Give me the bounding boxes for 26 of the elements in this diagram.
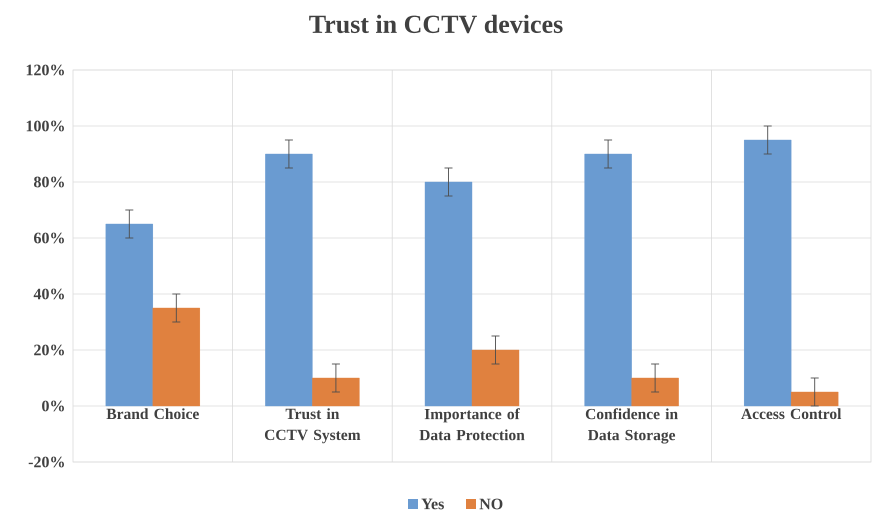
legend-label: Yes — [422, 498, 444, 510]
y-tick-label: 120% — [26, 64, 64, 76]
bar — [631, 378, 679, 406]
bar — [424, 182, 472, 406]
chart-title: Trust in CCTV devices — [309, 14, 563, 34]
y-tick-label: 60% — [34, 232, 64, 244]
bar — [265, 154, 313, 406]
y-tick-label: -20% — [28, 456, 64, 468]
legend-label: NO — [480, 498, 502, 510]
y-tick-label: 40% — [34, 288, 64, 300]
bar — [791, 392, 838, 406]
category-label: Trust in CCTV System — [264, 408, 360, 444]
category-label: Confidence in Data Storage — [586, 408, 678, 444]
bar — [312, 378, 360, 406]
bar — [584, 154, 632, 406]
category-label: Brand Choice — [106, 408, 199, 420]
category-label: Access Control — [741, 408, 842, 420]
y-tick-label: 20% — [34, 344, 64, 356]
category-label: Importance of Data Protection — [419, 408, 525, 440]
bar — [152, 308, 200, 406]
y-tick-label: 80% — [34, 176, 64, 188]
bar — [106, 224, 154, 406]
y-tick-label: 0% — [42, 400, 64, 412]
bar — [472, 350, 520, 406]
bar — [744, 140, 792, 406]
y-tick-label: 100% — [26, 120, 64, 132]
